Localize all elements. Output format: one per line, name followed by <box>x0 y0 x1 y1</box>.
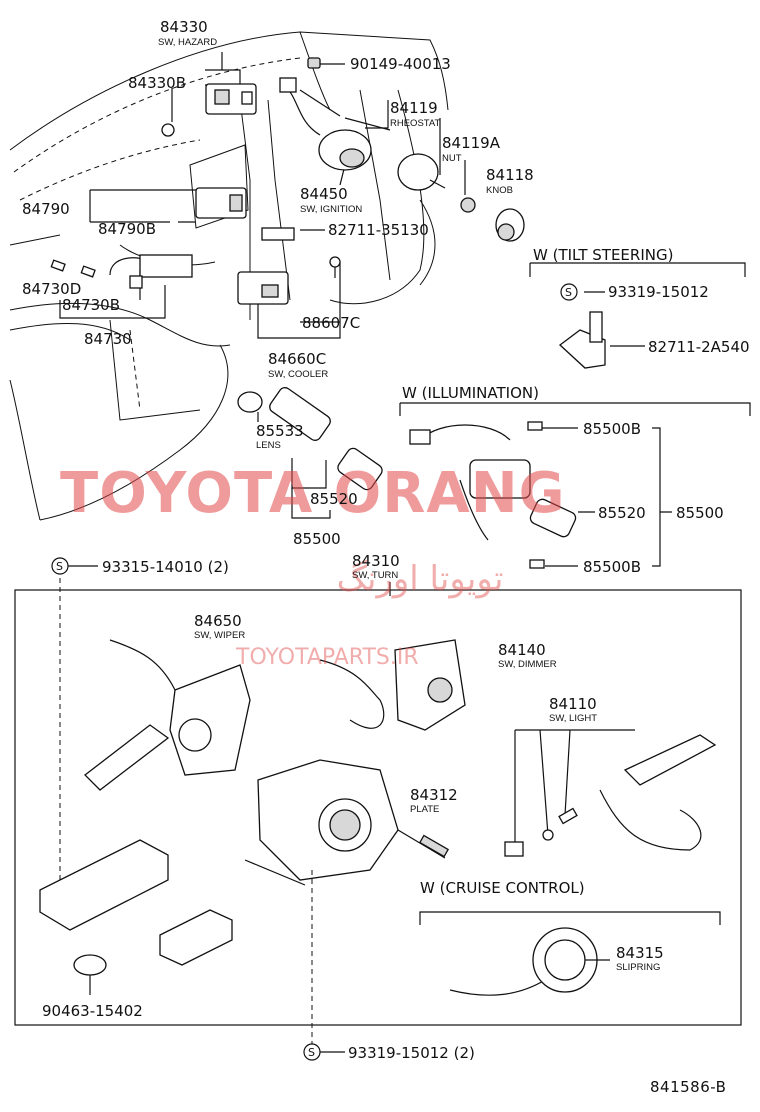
part-labels: 84330 SW, HAZARD 84330B 90149-40013 8411… <box>22 18 750 1096</box>
label-84660c-sub: SW, COOLER <box>268 369 328 380</box>
label-84119-sub: RHEOSTAT <box>390 118 441 129</box>
part-clamp-90463 <box>73 954 107 995</box>
label-84119a: 84119A <box>442 134 501 152</box>
label-84140-sub: SW, DIMMER <box>498 659 557 670</box>
part-wiring-84730 <box>50 254 193 289</box>
part-switch-84790 <box>195 187 247 219</box>
part-screw-90149 <box>307 57 321 69</box>
part-turn-switch-84310 <box>244 759 399 886</box>
label-85500b-bottom: 85500B <box>583 558 641 576</box>
watermark-latin: TOYOTA ORANG <box>60 461 566 526</box>
part-ignition-switch <box>279 77 372 171</box>
part-slipring <box>419 911 721 996</box>
label-82711-2a540: 82711-2A540 <box>648 338 750 356</box>
label-84450: 84450 <box>300 185 348 203</box>
part-relay-block <box>159 909 233 966</box>
part-tilt-bracket <box>558 283 606 369</box>
part-bracket-82711-35130 <box>261 227 295 241</box>
part-nut <box>460 197 476 213</box>
label-84312-sub: PLATE <box>410 804 439 815</box>
label-84330-sub: SW, HAZARD <box>158 37 217 48</box>
label-84730b: 84730B <box>62 296 120 314</box>
label-84660c: 84660C <box>268 350 326 368</box>
part-clip-84330b <box>161 123 175 137</box>
label-90149: 90149-40013 <box>350 55 451 73</box>
label-85533-sub: LENS <box>256 440 281 451</box>
label-85500b-top: 85500B <box>583 420 641 438</box>
part-wiper-switch <box>84 639 251 791</box>
part-plate-84312 <box>397 829 450 859</box>
header-illumination: W (ILLUMINATION) <box>402 384 539 402</box>
s-mark-tilt: S <box>565 286 572 299</box>
figure-id: 841586-B <box>650 1078 726 1096</box>
label-84330: 84330 <box>160 18 208 36</box>
part-screw-bottom <box>303 870 345 1061</box>
label-84310: 84310 <box>352 552 400 570</box>
label-84650: 84650 <box>194 612 242 630</box>
part-screw-93315 <box>51 557 98 575</box>
label-85520-right: 85520 <box>598 504 646 522</box>
label-84310-sub: SW, TURN <box>352 570 398 581</box>
part-hazard-switch <box>205 83 257 115</box>
label-84730d: 84730D <box>22 280 81 298</box>
label-84140: 84140 <box>498 641 546 659</box>
label-84315-sub: SLIPRING <box>616 962 660 973</box>
label-84730: 84730 <box>84 330 132 348</box>
label-84110-sub: SW, LIGHT <box>549 713 597 724</box>
part-connector-block <box>39 839 169 931</box>
label-84312: 84312 <box>410 786 458 804</box>
part-illumination-lighter <box>409 421 577 569</box>
label-84790: 84790 <box>22 200 70 218</box>
dashboard-outline <box>9 31 449 521</box>
part-cooler-switch <box>237 256 341 305</box>
label-84119a-sub: NUT <box>442 153 462 164</box>
label-84450-sub: SW, IGNITION <box>300 204 362 215</box>
label-84110: 84110 <box>549 695 597 713</box>
watermark-persian: تویوتا اورنگ <box>337 559 504 599</box>
label-84330b: 84330B <box>128 74 186 92</box>
label-84790b: 84790B <box>98 220 156 238</box>
s-mark-93315: S <box>56 560 63 573</box>
label-85500-right: 85500 <box>676 504 724 522</box>
part-light-switch <box>504 729 717 857</box>
watermark-site: TOYOTAPARTS.IR <box>235 645 419 670</box>
label-84118: 84118 <box>486 166 534 184</box>
label-84315: 84315 <box>616 944 664 962</box>
header-cruise-control: W (CRUISE CONTROL) <box>420 879 585 897</box>
part-knob <box>495 208 525 242</box>
label-93319-bottom: 93319-15012 (2) <box>348 1044 475 1062</box>
label-82711-35130: 82711-35130 <box>328 221 429 239</box>
label-84650-sub: SW, WIPER <box>194 630 245 641</box>
label-93319-15012: 93319-15012 <box>608 283 709 301</box>
part-rheostat <box>397 153 446 191</box>
label-85520-left: 85520 <box>310 490 358 508</box>
label-84119: 84119 <box>390 99 438 117</box>
label-90463: 90463-15402 <box>42 1002 143 1020</box>
label-93315: 93315-14010 (2) <box>102 558 229 576</box>
part-lens-85533 <box>237 391 263 413</box>
turn-switch-frame <box>14 589 742 1026</box>
header-tilt-steering: W (TILT STEERING) <box>533 246 673 264</box>
s-mark-bottom: S <box>308 1046 315 1059</box>
label-84118-sub: KNOB <box>486 185 513 196</box>
label-88607c: 88607C <box>302 314 360 332</box>
leader-lines-upper <box>59 52 751 900</box>
part-dimmer-switch <box>319 639 466 731</box>
part-lighter-85520 <box>269 387 383 491</box>
label-85533: 85533 <box>256 422 304 440</box>
label-85500-left: 85500 <box>293 530 341 548</box>
